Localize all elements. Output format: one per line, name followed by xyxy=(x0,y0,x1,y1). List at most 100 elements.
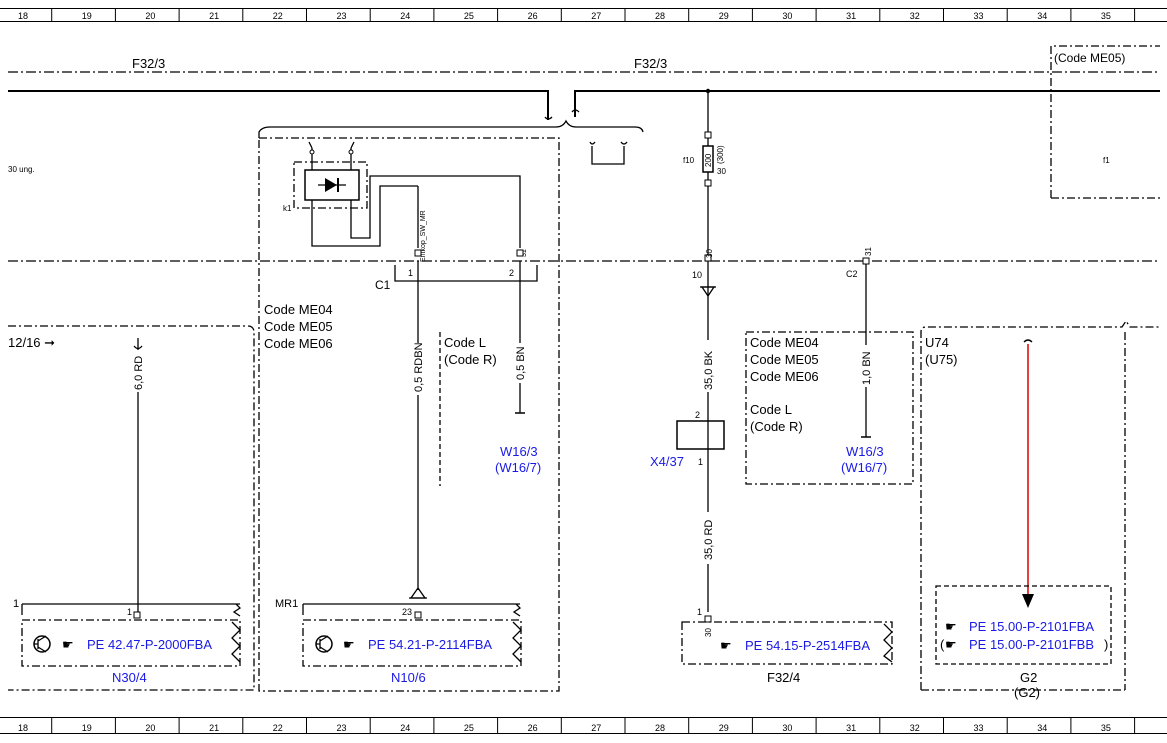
u74-label: U74 xyxy=(925,335,949,350)
g2-module-frame xyxy=(935,585,1112,665)
codes-a-1: Code ME05 xyxy=(264,319,333,334)
codes-lr-0: Code L xyxy=(444,335,486,350)
n30-ref-link[interactable]: PE 42.47-P-2000FBA xyxy=(87,637,212,652)
codes-b-lr-1: (Code R) xyxy=(750,419,803,434)
c1-pin2: 2 xyxy=(509,268,514,278)
grid-number: 30 xyxy=(782,723,792,733)
wire-label-bn: 0,5 BN xyxy=(515,346,527,380)
left-note: 30 ung. xyxy=(8,165,35,174)
n10-name[interactable]: N10/6 xyxy=(391,670,426,685)
c2-pin: 31 xyxy=(864,247,873,256)
g2-ref2-link[interactable]: PE 15.00-P-2101FBB xyxy=(969,637,1094,652)
grid-number: 23 xyxy=(337,11,347,21)
g2-ref1-link[interactable]: PE 15.00-P-2101FBA xyxy=(969,619,1094,634)
f1-label: f1 xyxy=(1103,156,1110,165)
grid-number: 34 xyxy=(1037,11,1047,21)
grid-number: 24 xyxy=(400,723,410,733)
fuse-value-alt: (300) xyxy=(716,145,725,164)
grid-number: 30 xyxy=(782,11,792,21)
grid-number: 32 xyxy=(910,11,920,21)
codes-b-2: Code ME06 xyxy=(750,369,819,384)
wire-label-bn2: 1,0 BN xyxy=(861,351,873,385)
supply-line xyxy=(8,90,549,120)
k1-ref-wire: Entkop_SW_MR xyxy=(420,210,427,262)
f32-ref-link[interactable]: PE 54.15-P-2514FBA xyxy=(745,638,870,653)
wire-label-bk: 35,0 BK xyxy=(703,350,715,390)
wire-label-rd: 6,0 RD xyxy=(133,356,145,390)
n10-module-frame xyxy=(302,619,522,667)
n30-name[interactable]: N30/4 xyxy=(112,670,147,685)
grid-number: 23 xyxy=(337,723,347,733)
arrow-down-icon xyxy=(1022,594,1034,608)
grid-number: 22 xyxy=(273,11,283,21)
grid-number: 19 xyxy=(82,11,92,21)
ground-a-1[interactable]: (W16/7) xyxy=(495,460,541,475)
u74-region-frame xyxy=(920,319,1160,690)
fuse-pin-10: 10 xyxy=(692,270,702,280)
wire-label-rdbn: 0,5 RDBN xyxy=(413,342,425,392)
k1-relay-frame xyxy=(293,161,368,209)
grid-number: 25 xyxy=(464,11,474,21)
codes-b-1: Code ME05 xyxy=(750,352,819,367)
n30-module-frame xyxy=(21,619,241,667)
grid-number: 33 xyxy=(974,723,984,733)
codes-b-lr-0: Code L xyxy=(750,402,792,417)
g2-alt: (G2) xyxy=(1014,685,1040,700)
grid-number: 26 xyxy=(528,11,538,21)
codes-b-0: Code ME04 xyxy=(750,335,819,350)
fuse-pin-top-right: 30 xyxy=(717,167,726,176)
ground-b-1[interactable]: (W16/7) xyxy=(841,460,887,475)
grid-number: 35 xyxy=(1101,723,1111,733)
block-brace xyxy=(258,119,644,138)
x4-pin-bottom: 1 xyxy=(698,457,703,467)
code-me05-frame xyxy=(1050,45,1160,198)
codes-lr-1: (Code R) xyxy=(444,352,497,367)
k1-pin31: 31 xyxy=(521,249,528,257)
x4-label[interactable]: X4/37 xyxy=(650,454,684,469)
ground-b-0[interactable]: W16/3 xyxy=(846,444,884,459)
grid-number: 18 xyxy=(18,11,28,21)
grid-number: 32 xyxy=(910,723,920,733)
grid-number: 35 xyxy=(1101,11,1111,21)
grid-number: 20 xyxy=(145,11,155,21)
f32-pin: 1 xyxy=(697,607,702,617)
grid-number: 22 xyxy=(273,723,283,733)
ground-a-0[interactable]: W16/3 xyxy=(500,444,538,459)
grid-number: 24 xyxy=(400,11,410,21)
grid-number: 28 xyxy=(655,11,665,21)
n30-num: 1 xyxy=(13,598,19,610)
pointer-icon: ☛ xyxy=(720,638,732,653)
codes-b-frame xyxy=(745,331,914,485)
c1-connector xyxy=(394,265,538,282)
g2-open-paren: ( xyxy=(940,637,945,652)
x4-pin-top: 2 xyxy=(695,410,700,420)
rail-label-right: F32/3 xyxy=(634,56,667,71)
x4-37-connector[interactable] xyxy=(676,420,725,450)
grid-number: 31 xyxy=(846,11,856,21)
grid-number: 28 xyxy=(655,723,665,733)
grid-number: 21 xyxy=(209,11,219,21)
grid-number: 20 xyxy=(145,723,155,733)
u74-alt: (U75) xyxy=(925,352,958,367)
grid-number: 29 xyxy=(719,723,729,733)
pointer-icon: ☛ xyxy=(945,637,957,652)
f32-module-frame xyxy=(681,621,893,665)
grid-number: 31 xyxy=(846,723,856,733)
n10-ref-link[interactable]: PE 54.21-P-2114FBA xyxy=(368,637,492,652)
n30-pin: 1 xyxy=(127,607,132,617)
k1-block-frame xyxy=(258,137,560,692)
grid-number: 27 xyxy=(591,723,601,733)
grid-number: 34 xyxy=(1037,723,1047,733)
wire-label-rd2: 35,0 RD xyxy=(703,520,715,560)
f32-name: F32/4 xyxy=(767,670,800,685)
g2-name: G2 xyxy=(1020,670,1037,685)
codes-a-2: Code ME06 xyxy=(264,336,333,351)
grid-number: 29 xyxy=(719,11,729,21)
grid-number: 21 xyxy=(209,723,219,733)
grid-number: 27 xyxy=(591,11,601,21)
c1-label: C1 xyxy=(375,278,391,292)
rail-label-left: F32/3 xyxy=(132,56,165,71)
